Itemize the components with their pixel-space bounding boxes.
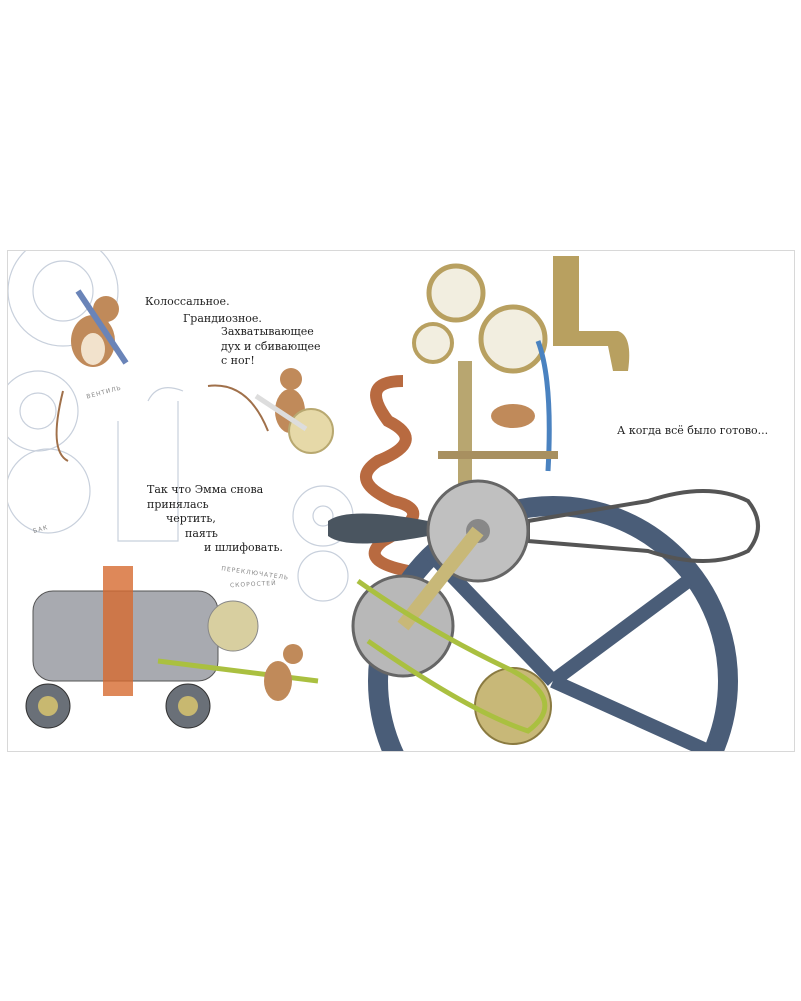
story-text-polish: и шлифовать. [204,541,283,554]
mouse-with-gear-image [207,368,334,454]
story-text-ready: А когда всё было готово... [617,424,769,437]
story-text-began: принялась [147,498,209,511]
story-text-grandiose: Грандиозное. [183,312,262,325]
story-text-colossal: Колоссальное. [145,295,230,308]
story-text-feet: с ног! [221,354,255,367]
illustration [8,251,760,751]
story-text-solder: паять [185,527,218,540]
story-text-emma: Так что Эмма снова [147,483,264,496]
tank-cart-image [25,566,319,729]
blueprint-gears [8,251,354,602]
story-text-draw: чертить, [166,512,216,525]
mouse-with-pencil-image [55,289,129,462]
book-spread: Колоссальное. Грандиозное. Захватывающее… [7,250,795,752]
story-text-knockout: дух и сбивающее [221,340,321,353]
story-text-breathtaking: Захватывающее [221,325,314,338]
machine-image [328,256,760,751]
